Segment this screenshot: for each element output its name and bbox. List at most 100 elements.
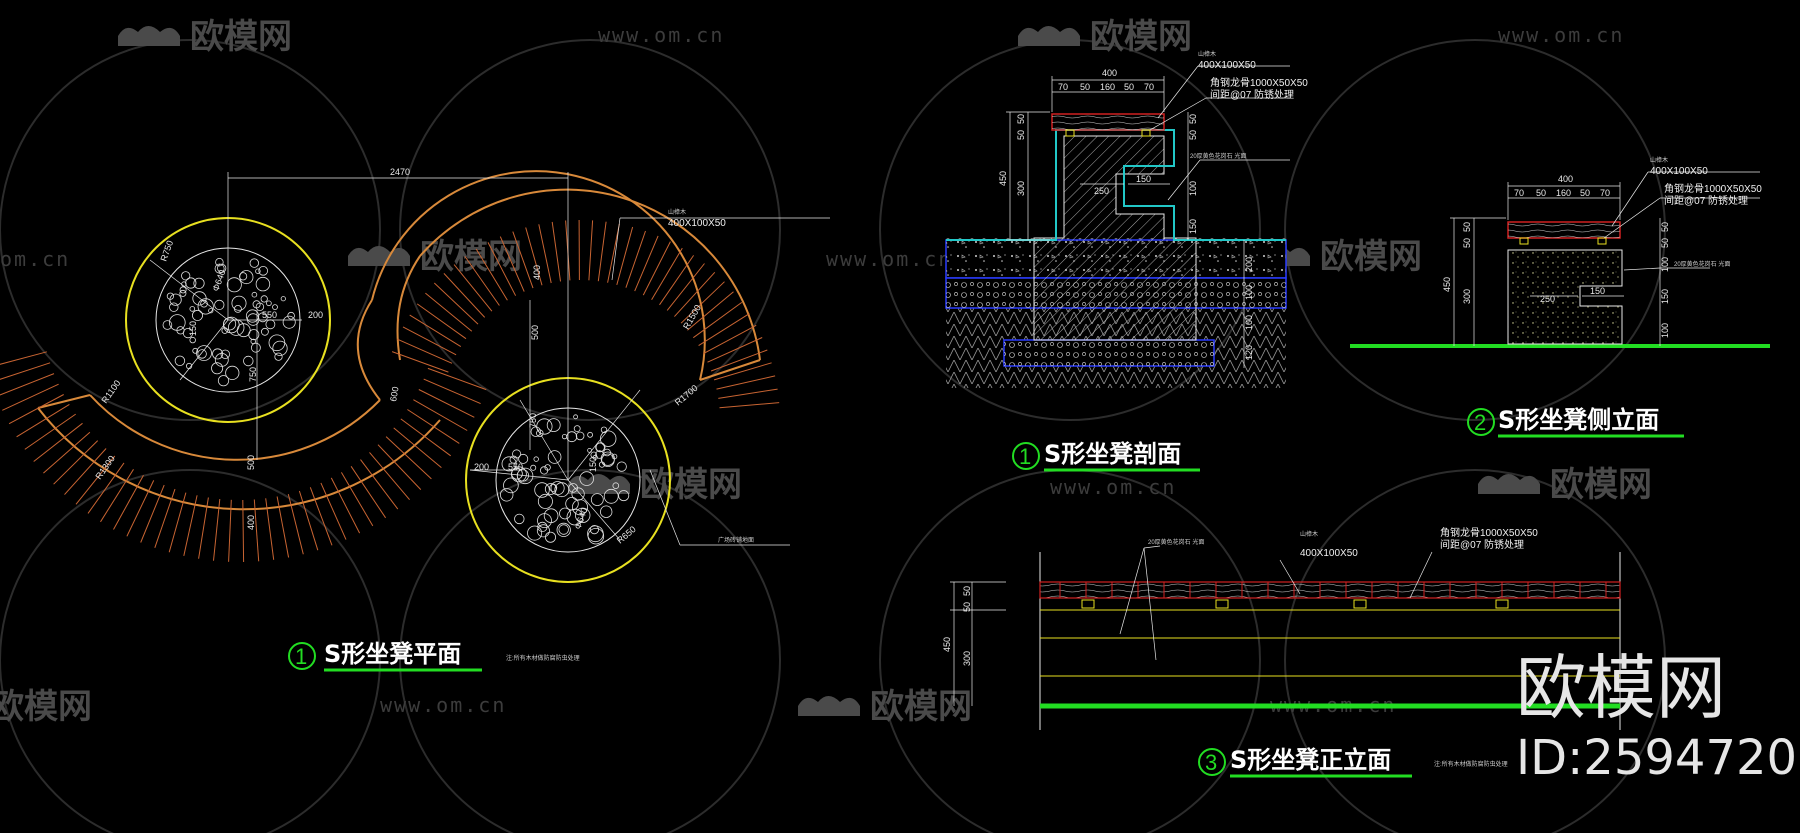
gravel-stone — [590, 451, 598, 459]
gravel-stone — [600, 505, 613, 518]
section-dim-100c: 100 — [1244, 315, 1254, 330]
front-elevation-view: 50 50 450 300 20厚黄色花岗石 光面 山樟木 400X100X50… — [942, 526, 1621, 778]
plan-note: 注:所有木材做防腐防虫处理 — [506, 654, 580, 662]
side-label-wood-size: 400X100X50 — [1650, 166, 1708, 177]
plan-dim-400-b: 400 — [246, 515, 256, 530]
gravel-stone — [282, 315, 296, 329]
section-label-wood-size: 400X100X50 — [1198, 60, 1256, 71]
bench-slat — [385, 436, 432, 480]
bench-slat — [642, 241, 671, 296]
gravel-stone — [573, 425, 581, 433]
watermark-url: www.om.cn — [1498, 23, 1624, 47]
gravel-stone — [255, 276, 271, 292]
bench-slat — [0, 351, 47, 365]
gravel-stone — [266, 300, 272, 307]
section-dim-l50b: 50 — [1016, 130, 1026, 140]
gravel-stone — [250, 338, 256, 345]
gravel-stone — [220, 349, 231, 360]
gravel-stone — [611, 453, 618, 460]
plan-dim-200: 200 — [308, 310, 323, 320]
bench-slat — [64, 448, 107, 495]
gravel-stone — [550, 481, 565, 496]
plan-dim-500-b: 500 — [246, 455, 256, 470]
gravel-stone — [566, 431, 578, 443]
plan-title: S形坐凳平面 — [324, 640, 461, 668]
planter-gravel — [162, 258, 296, 387]
bench-slats — [0, 219, 780, 563]
gravel-stone — [546, 418, 561, 433]
plan-label-wood-size: 400X100X50 — [668, 218, 726, 229]
bench-slat — [538, 224, 552, 284]
gravel-stone — [179, 289, 187, 297]
bench-slat — [680, 281, 725, 324]
gravel-stone — [212, 348, 224, 360]
gravel-stone — [214, 299, 225, 310]
side-dim-50b: 50 — [1580, 188, 1590, 198]
bench-slat — [687, 291, 734, 331]
bench-slat — [330, 477, 361, 534]
side-dim-r100b: 100 — [1660, 323, 1670, 338]
gravel-stone — [197, 298, 214, 315]
gravel-stone — [618, 490, 630, 502]
plan-title-circle — [288, 642, 316, 670]
gravel-stone — [598, 461, 606, 468]
bench-slat — [43, 431, 91, 474]
watermark-brand: 欧模网 — [420, 237, 522, 277]
bench-slat — [183, 495, 198, 557]
section-dim-100b: 100 — [1244, 285, 1254, 300]
bench-slat — [391, 351, 449, 373]
bench-slat — [198, 497, 209, 559]
front-dim-300: 300 — [962, 651, 972, 666]
bench-slat — [487, 242, 517, 296]
front-title-number: 3 — [1205, 750, 1217, 775]
gravel-stone — [189, 336, 196, 344]
bench-slat — [242, 499, 245, 563]
section-view: 400 70 50 160 50 70 50 50 450 300 50 50 … — [945, 50, 1308, 472]
gravel-stone — [287, 311, 295, 320]
side-dimension-lines — [1450, 171, 1760, 346]
bench-slat — [320, 482, 347, 540]
bench-slat — [113, 474, 144, 530]
watermark-brand: 欧模网 — [1550, 465, 1652, 505]
gravel-stone — [556, 522, 571, 538]
bench-slat — [409, 314, 462, 348]
gravel-stone — [181, 271, 191, 281]
gravel-stone — [239, 270, 254, 285]
gravel-stone — [239, 272, 248, 281]
bench-slat — [651, 247, 683, 300]
gravel-stone — [215, 258, 224, 267]
side-dim-70b: 70 — [1600, 188, 1610, 198]
section-dim-r50b: 50 — [1188, 130, 1198, 140]
side-dim-400: 400 — [1558, 174, 1573, 184]
plan-title-number: 1 — [295, 644, 307, 669]
gravel-stone — [536, 418, 553, 435]
front-wood-seat — [1039, 581, 1621, 599]
plan-dim-d640: Φ640 — [210, 268, 227, 292]
side-dim-r100: 100 — [1660, 257, 1670, 272]
bench-slat — [24, 413, 76, 450]
gravel-stone — [547, 450, 562, 464]
gravel-stone — [572, 499, 589, 516]
bench-slat — [710, 349, 768, 372]
bench-slat — [377, 444, 422, 490]
plan-dim-r1700: R1700 — [673, 383, 700, 408]
front-label-steel: 角钢龙骨1000X50X50 — [1440, 526, 1538, 539]
bench-slat — [168, 492, 187, 553]
bench-slat — [425, 292, 473, 332]
gravel-stone — [587, 431, 593, 438]
gravel-stone — [197, 349, 207, 359]
watermark-brand: 欧模网 — [1320, 237, 1422, 277]
gravel-stone — [612, 482, 620, 490]
watermark-brand: 欧模网 — [640, 465, 742, 505]
gravel-stone — [252, 300, 261, 309]
bench-slat — [443, 273, 486, 318]
plan-dim-550-b: 550 — [508, 462, 523, 472]
front-label-finish: 20厚黄色花岗石 光面 — [1148, 538, 1204, 546]
gravel-stone — [500, 488, 514, 502]
side-elevation-view: 400 70 50 160 50 70 50 50 450 300 50 50 … — [1350, 156, 1770, 438]
gravel-stone — [589, 524, 600, 535]
gravel-stone — [166, 292, 174, 300]
watermark-brand: 欧模网 — [190, 17, 292, 57]
bench-slat — [369, 452, 410, 501]
gravel-stone — [536, 429, 544, 437]
